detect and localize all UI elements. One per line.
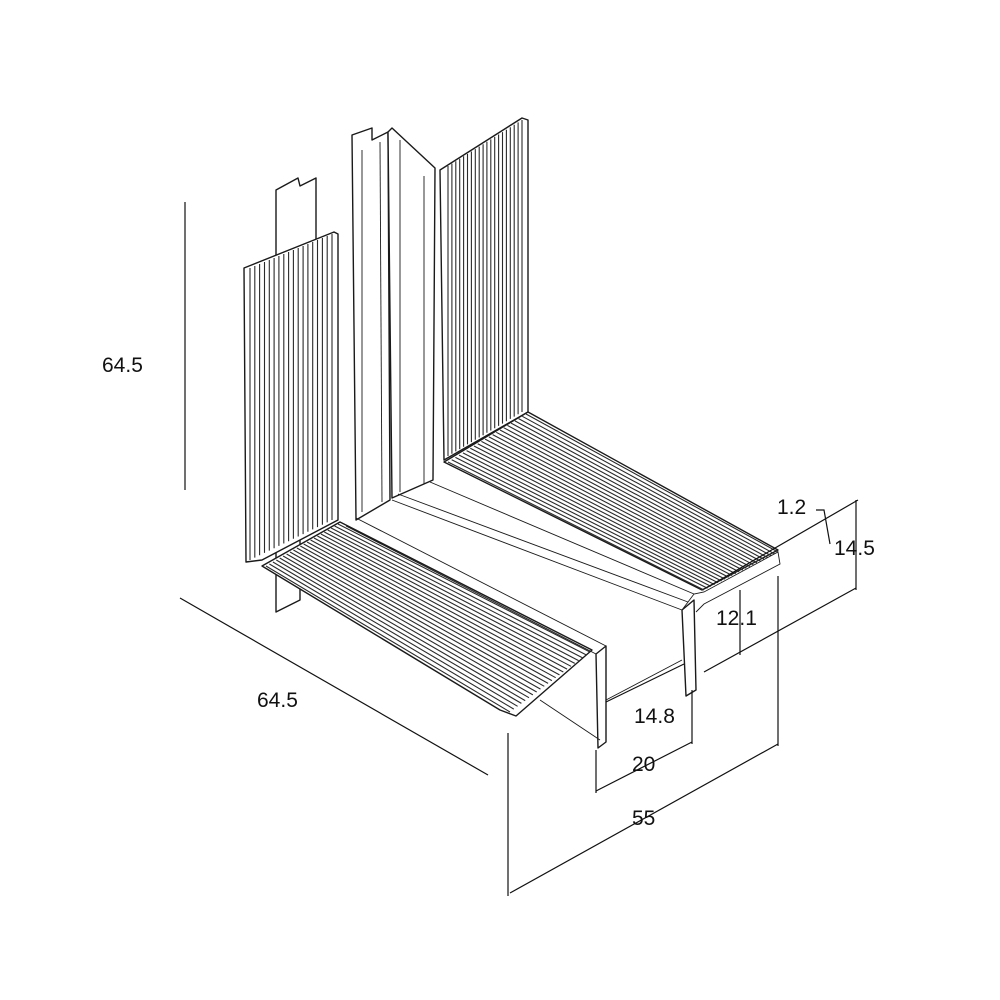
overall-width-dimension-line — [509, 743, 779, 894]
channel-end-profile — [595, 645, 607, 749]
left-floor — [261, 521, 593, 717]
dimension-lines — [179, 202, 859, 896]
wall-thickness-label: 1.2 — [777, 496, 806, 519]
right-vertical-wall — [439, 117, 529, 461]
overall-width-label: 55 — [632, 807, 655, 830]
channel-width-label: 20 — [632, 753, 655, 776]
inner-width-dimension-line — [605, 663, 685, 703]
corner-profile — [243, 117, 781, 749]
flange-height-label: 14.5 — [834, 537, 875, 560]
channel-width-dimension-line — [595, 741, 693, 792]
height-label: 64.5 — [102, 354, 143, 377]
channel-end-profile-right — [681, 599, 697, 697]
inner-width-label: 14.8 — [634, 705, 675, 728]
right-wall-ribs — [447, 120, 523, 456]
right-floor-ribs — [447, 413, 779, 591]
left-vertical-wall — [243, 231, 339, 563]
left-wall-ribs — [249, 234, 333, 560]
depth-label: 64.5 — [257, 689, 298, 712]
dimension-labels: 64.5 64.5 55 20 14.8 12.1 14.5 1.2 — [102, 354, 875, 830]
depth-dimension-line — [179, 597, 489, 776]
corner-column-face — [387, 127, 436, 499]
corner-column — [351, 127, 391, 521]
left-floor-ribs — [265, 523, 591, 713]
wall-thickness-leader — [816, 509, 831, 545]
channel-depth-label: 12.1 — [716, 607, 757, 630]
